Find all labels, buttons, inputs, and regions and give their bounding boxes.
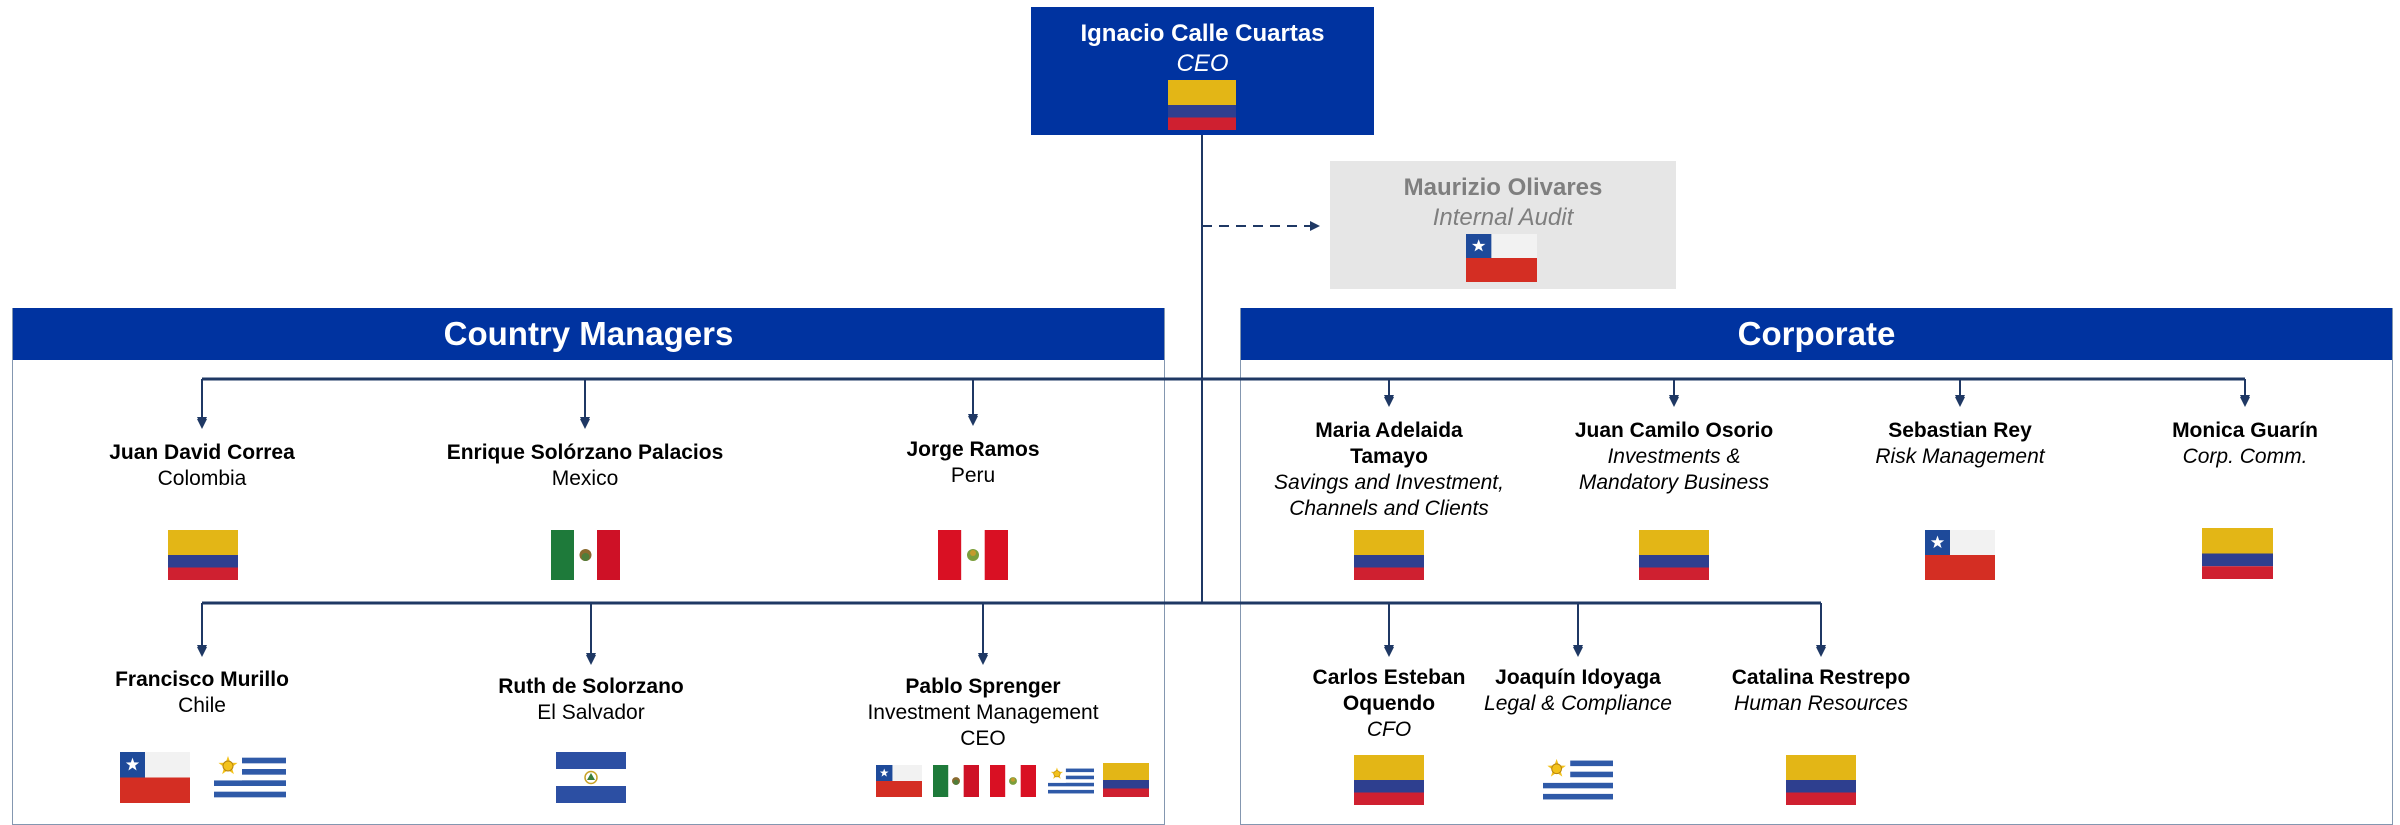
uruguay-flag-icon — [214, 752, 286, 803]
person-name: Sebastian Rey — [1888, 419, 2032, 442]
chile-flag-icon — [1466, 234, 1537, 282]
country-managers-panel: Country Managers — [12, 308, 1165, 825]
person-enrique-solorzano-palacios: Enrique Solórzano Palacios Mexico — [405, 440, 765, 492]
person-title: Human Resources — [1734, 692, 1908, 715]
person-maria-adelaida-tamayo: Maria Adelaida Tamayo Savings and Invest… — [1239, 418, 1539, 522]
peru-flag-icon — [990, 765, 1036, 797]
colombia-flag-icon — [168, 530, 238, 580]
person-name: Ruth de Solorzano — [498, 675, 684, 698]
person-juan-david-correa: Juan David Correa Colombia — [52, 440, 352, 492]
colombia-flag-icon — [1354, 755, 1424, 805]
colombia-flag-icon — [1168, 80, 1236, 130]
audit-title: Internal Audit — [1432, 204, 1574, 231]
person-name: Joaquín Idoyaga — [1495, 666, 1661, 689]
colombia-flag-icon — [1786, 755, 1856, 805]
peru-flag-icon — [938, 530, 1008, 580]
mexico-flag-icon — [551, 530, 620, 580]
person-monica-guarin: Monica Guarín Corp. Comm. — [2095, 418, 2395, 470]
ceo-title: CEO — [1176, 50, 1229, 77]
person-pablo-sprenger: Pablo Sprenger Investment Management CEO — [833, 674, 1133, 752]
person-title: Mexico — [551, 467, 619, 490]
person-name-line1: Carlos Esteban — [1312, 666, 1466, 689]
el-salvador-flag-icon — [556, 752, 626, 803]
person-name-line2: Tamayo — [1350, 445, 1428, 468]
person-ruth-de-solorzano: Ruth de Solorzano El Salvador — [441, 674, 741, 726]
person-title: Risk Management — [1875, 445, 2045, 468]
person-name: Juan Camilo Osorio — [1574, 419, 1774, 442]
corporate-panel: Corporate — [1240, 308, 2393, 825]
country-managers-header: Country Managers — [13, 308, 1164, 360]
person-name: Monica Guarín — [2172, 419, 2318, 442]
person-title-line2: CEO — [960, 727, 1006, 750]
colombia-flag-icon — [1639, 530, 1709, 580]
person-title: CFO — [1366, 718, 1412, 741]
colombia-flag-icon — [2202, 528, 2273, 579]
person-name-line1: Maria Adelaida — [1315, 419, 1463, 442]
mexico-flag-icon — [933, 765, 979, 797]
person-name: Jorge Ramos — [906, 438, 1040, 461]
person-title: Corp. Comm. — [2182, 445, 2308, 468]
person-francisco-murillo: Francisco Murillo Chile — [52, 667, 352, 719]
person-title-line2: Channels and Clients — [1289, 497, 1489, 520]
person-title: Colombia — [157, 467, 247, 490]
colombia-flag-icon — [1103, 763, 1149, 797]
chile-flag-icon — [1925, 530, 1995, 580]
person-title: Legal & Compliance — [1484, 692, 1672, 715]
ceo-box: Ignacio Calle Cuartas CEO — [1031, 7, 1374, 135]
person-name: Enrique Solórzano Palacios — [446, 441, 724, 464]
person-title: Chile — [178, 694, 226, 717]
uruguay-flag-icon — [1048, 765, 1094, 797]
person-title-line2: Mandatory Business — [1578, 471, 1770, 494]
uruguay-flag-icon — [1543, 755, 1613, 805]
person-title-line1: Investments & — [1607, 445, 1741, 468]
chile-flag-icon — [876, 765, 922, 797]
person-carlos-esteban-oquendo: Carlos Esteban Oquendo CFO — [1264, 665, 1514, 743]
person-catalina-restrepo: Catalina Restrepo Human Resources — [1696, 665, 1946, 717]
person-title-line1: Investment Management — [867, 701, 1099, 724]
person-name: Francisco Murillo — [115, 668, 289, 691]
ceo-name: Ignacio Calle Cuartas — [1080, 20, 1325, 47]
person-name: Juan David Correa — [109, 441, 295, 464]
person-sebastian-rey: Sebastian Rey Risk Management — [1810, 418, 2110, 470]
person-jorge-ramos: Jorge Ramos Peru — [823, 437, 1123, 489]
person-title: El Salvador — [537, 701, 645, 724]
person-title-line1: Savings and Investment, — [1274, 471, 1504, 494]
audit-name: Maurizio Olivares — [1403, 174, 1603, 201]
person-joaquin-idoyaga: Joaquín Idoyaga Legal & Compliance — [1453, 665, 1703, 717]
corporate-header: Corporate — [1241, 308, 2392, 360]
person-name-line2: Oquendo — [1342, 692, 1436, 715]
person-name: Pablo Sprenger — [905, 675, 1061, 698]
person-name: Catalina Restrepo — [1731, 666, 1911, 689]
person-juan-camilo-osorio: Juan Camilo Osorio Investments & Mandato… — [1524, 418, 1824, 496]
person-title: Peru — [950, 464, 996, 487]
chile-flag-icon — [120, 752, 190, 803]
colombia-flag-icon — [1354, 530, 1424, 580]
